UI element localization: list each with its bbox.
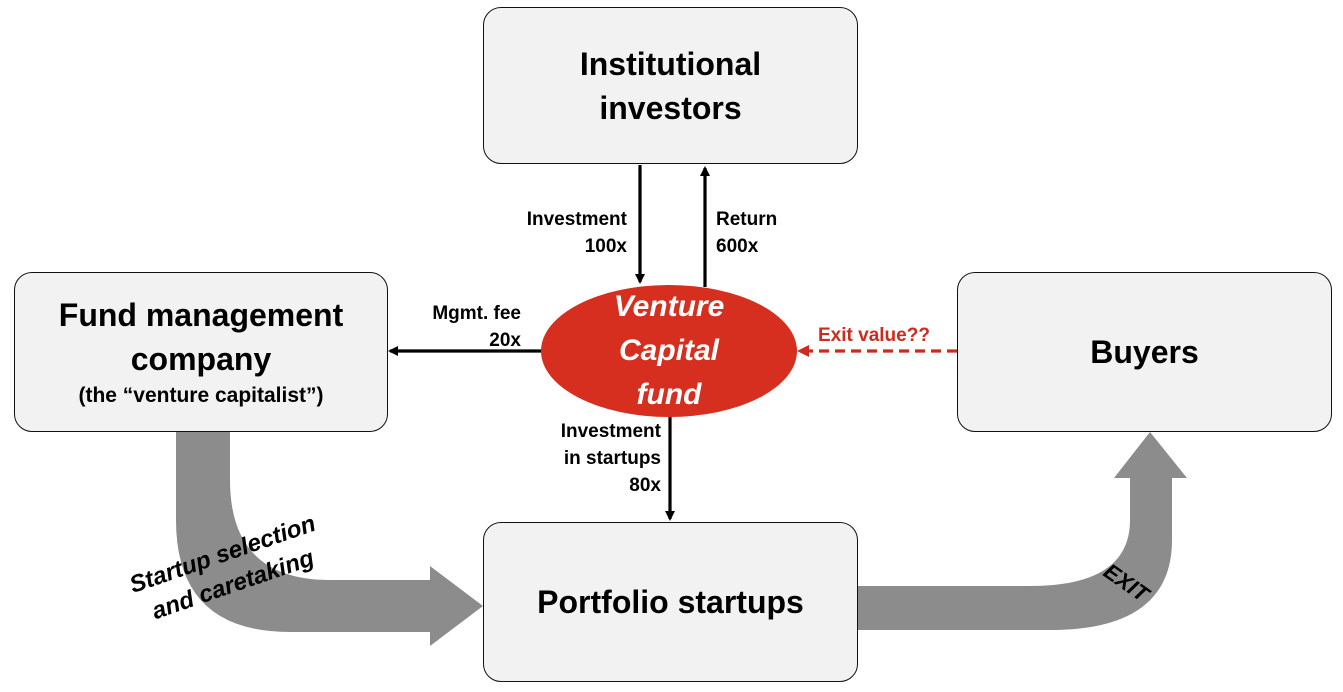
- fund-management-line2: company: [130, 341, 272, 377]
- investment-label: Investment 100x: [490, 206, 627, 260]
- exit-arrow: [857, 432, 1187, 630]
- vc-fund-label: Venture Capital fund: [541, 285, 797, 417]
- vc-fund-line2: Capital: [618, 334, 720, 367]
- vc-fund-line1: Venture: [613, 290, 725, 323]
- fund-management-note: (the “venture capitalist”): [78, 384, 324, 407]
- investment-startups-line1: Investment: [560, 421, 661, 442]
- fund-management-box: Fund management company (the “venture ca…: [14, 272, 388, 432]
- investment-line1: Investment: [526, 209, 627, 230]
- portfolio-label: Portfolio startups: [537, 584, 804, 620]
- return-label: Return 600x: [716, 206, 826, 260]
- institutional-line1: Institutional: [579, 45, 762, 82]
- buyers-box: Buyers: [957, 272, 1332, 432]
- exit-value-label: Exit value??: [818, 322, 948, 349]
- return-line1: Return: [716, 209, 778, 230]
- mgmt-fee-line1: Mgmt. fee: [432, 303, 521, 324]
- vc-fund-ellipse: [541, 285, 797, 417]
- selection-arrow: [176, 430, 483, 646]
- buyers-label: Buyers: [1090, 334, 1199, 370]
- investment-startups-line2: in startups: [563, 448, 661, 469]
- fund-management-line1: Fund management: [58, 297, 344, 333]
- return-line2: 600x: [716, 236, 759, 257]
- investment-startups-line3: 80x: [629, 475, 661, 496]
- investment-line2: 100x: [584, 236, 627, 257]
- vc-fund-line3: fund: [636, 378, 702, 411]
- portfolio-startups-box: Portfolio startups: [483, 522, 858, 682]
- mgmt-fee-line2: 20x: [489, 330, 521, 351]
- institutional-investors-box: Institutional investors: [483, 7, 858, 164]
- mgmt-fee-label: Mgmt. fee 20x: [390, 300, 521, 354]
- exit-value-text: Exit value??: [818, 325, 930, 346]
- institutional-line2: investors: [599, 89, 742, 126]
- investment-startups-label: Investment in startups 80x: [510, 418, 661, 499]
